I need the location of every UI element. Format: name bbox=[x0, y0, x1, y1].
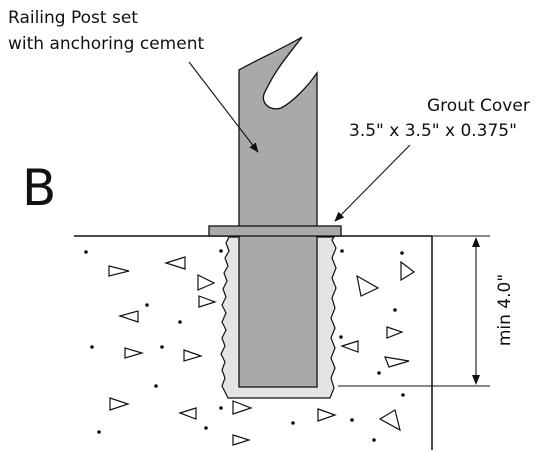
post-label-line2: with anchoring cement bbox=[8, 34, 205, 54]
grout-leader-arrow bbox=[334, 144, 411, 222]
railing-post bbox=[238, 36, 318, 388]
grout-label-line2: 3.5" x 3.5" x 0.375" bbox=[349, 121, 517, 141]
post-label-line1: Railing Post set bbox=[8, 8, 138, 28]
grout-label-line1: Grout Cover bbox=[427, 96, 530, 116]
section-letter: B bbox=[22, 159, 57, 217]
grout-cover-plate bbox=[208, 225, 342, 237]
post-leader-arrow bbox=[188, 61, 259, 153]
concrete-aggregate-triangles bbox=[108, 256, 416, 446]
depth-dimension-label: min 4.0" bbox=[495, 273, 515, 347]
concrete-aggregate-dots bbox=[84, 249, 405, 442]
